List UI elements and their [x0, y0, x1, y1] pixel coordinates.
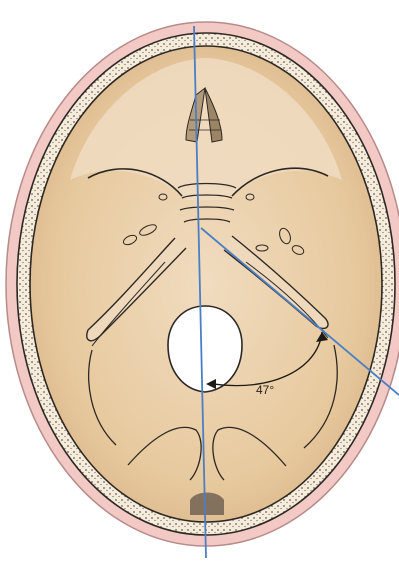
foramen-magnum [168, 306, 242, 392]
internal-occipital-protuberance [190, 493, 224, 516]
angle-label: 47° [256, 383, 274, 397]
